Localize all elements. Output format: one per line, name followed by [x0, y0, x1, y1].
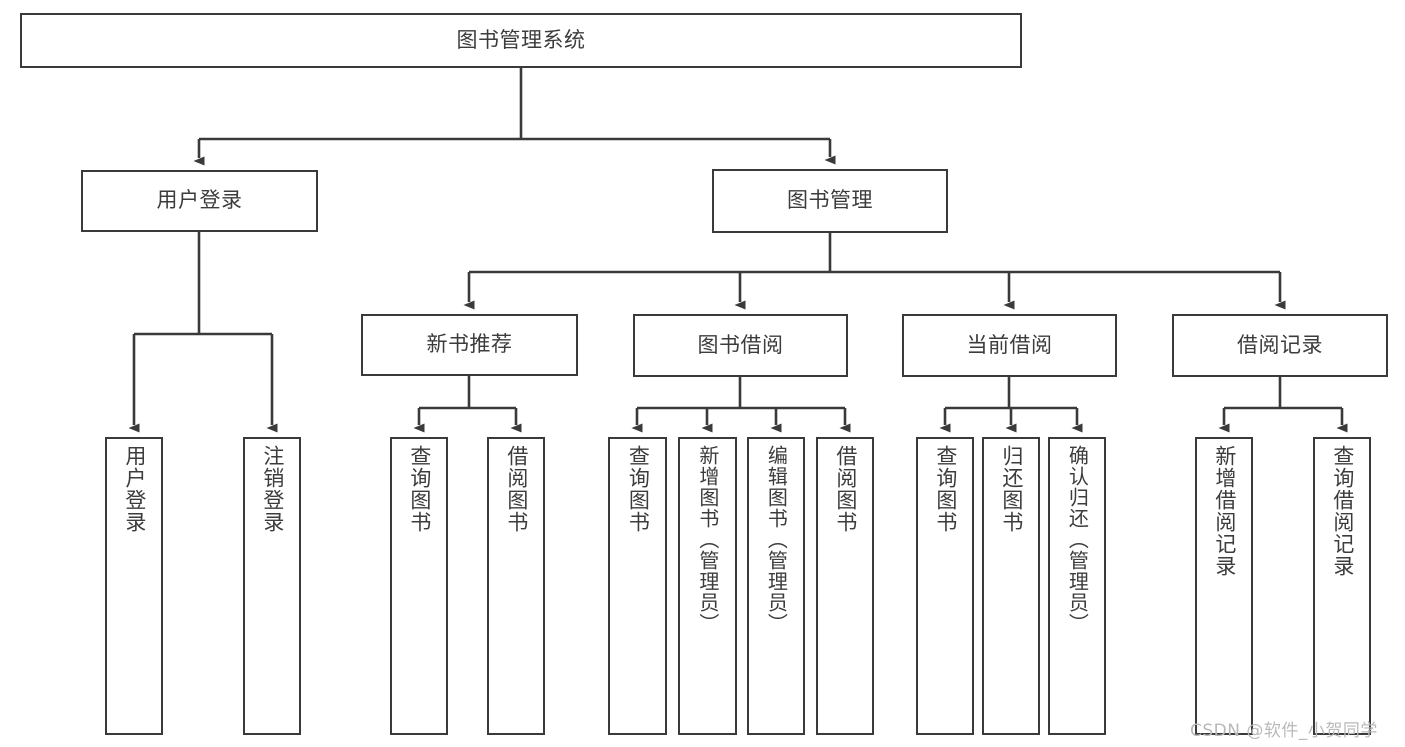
node-leaf-query-book-cur-label: 查询图书	[933, 445, 958, 533]
node-leaf-query-book-rec[interactable]: 查询图书	[390, 437, 448, 735]
node-new-book-rec[interactable]: 新书推荐	[361, 314, 578, 376]
node-new-book-rec-label: 新书推荐	[426, 332, 513, 357]
node-borrow-record[interactable]: 借阅记录	[1172, 314, 1388, 377]
node-leaf-borrow-book-bor-label: 借阅图书	[833, 445, 858, 533]
node-leaf-add-book[interactable]: 新增图书（管理员）	[678, 437, 737, 735]
csdn-watermark: CSDN @软件_小贺同学	[1190, 721, 1378, 741]
node-leaf-user-login[interactable]: 用户登录	[105, 437, 163, 735]
node-book-borrow-label: 图书借阅	[697, 332, 784, 357]
node-leaf-add-record[interactable]: 新增借阅记录	[1195, 437, 1253, 735]
node-book-manage[interactable]: 图书管理	[712, 169, 948, 233]
node-current-borrow[interactable]: 当前借阅	[902, 314, 1117, 377]
node-leaf-add-book-label: 新增图书（管理员）	[695, 445, 720, 634]
node-root-label: 图书管理系统	[456, 27, 586, 52]
node-leaf-edit-book[interactable]: 编辑图书（管理员）	[747, 437, 805, 735]
node-user-login[interactable]: 用户登录	[81, 170, 318, 232]
node-leaf-query-book-bor[interactable]: 查询图书	[608, 437, 667, 735]
node-leaf-query-book-cur[interactable]: 查询图书	[916, 437, 974, 735]
node-leaf-borrow-book-bor[interactable]: 借阅图书	[816, 437, 874, 735]
node-root[interactable]: 图书管理系统	[20, 13, 1022, 68]
node-leaf-confirm-return-label: 确认归还（管理员）	[1065, 445, 1090, 634]
node-leaf-confirm-return[interactable]: 确认归还（管理员）	[1048, 437, 1106, 735]
node-book-borrow[interactable]: 图书借阅	[633, 314, 848, 377]
node-leaf-borrow-book-rec-label: 借阅图书	[504, 445, 529, 533]
node-leaf-logout-label: 注销登录	[260, 445, 285, 533]
node-leaf-add-record-label: 新增借阅记录	[1212, 445, 1237, 577]
node-leaf-query-record-label: 查询借阅记录	[1330, 445, 1355, 577]
node-leaf-return-book-label: 归还图书	[999, 445, 1024, 533]
node-leaf-query-book-rec-label: 查询图书	[407, 445, 432, 533]
node-leaf-return-book[interactable]: 归还图书	[982, 437, 1040, 735]
node-leaf-query-record[interactable]: 查询借阅记录	[1313, 437, 1371, 735]
node-leaf-borrow-book-rec[interactable]: 借阅图书	[487, 437, 545, 735]
node-current-borrow-label: 当前借阅	[966, 332, 1053, 357]
node-book-manage-label: 图书管理	[787, 188, 873, 213]
node-leaf-logout[interactable]: 注销登录	[243, 437, 301, 735]
node-leaf-query-book-bor-label: 查询图书	[626, 445, 651, 533]
node-borrow-record-label: 借阅记录	[1237, 332, 1323, 357]
node-user-login-label: 用户登录	[156, 188, 243, 213]
node-leaf-user-login-label: 用户登录	[122, 445, 147, 533]
node-leaf-edit-book-label: 编辑图书（管理员）	[764, 445, 789, 634]
